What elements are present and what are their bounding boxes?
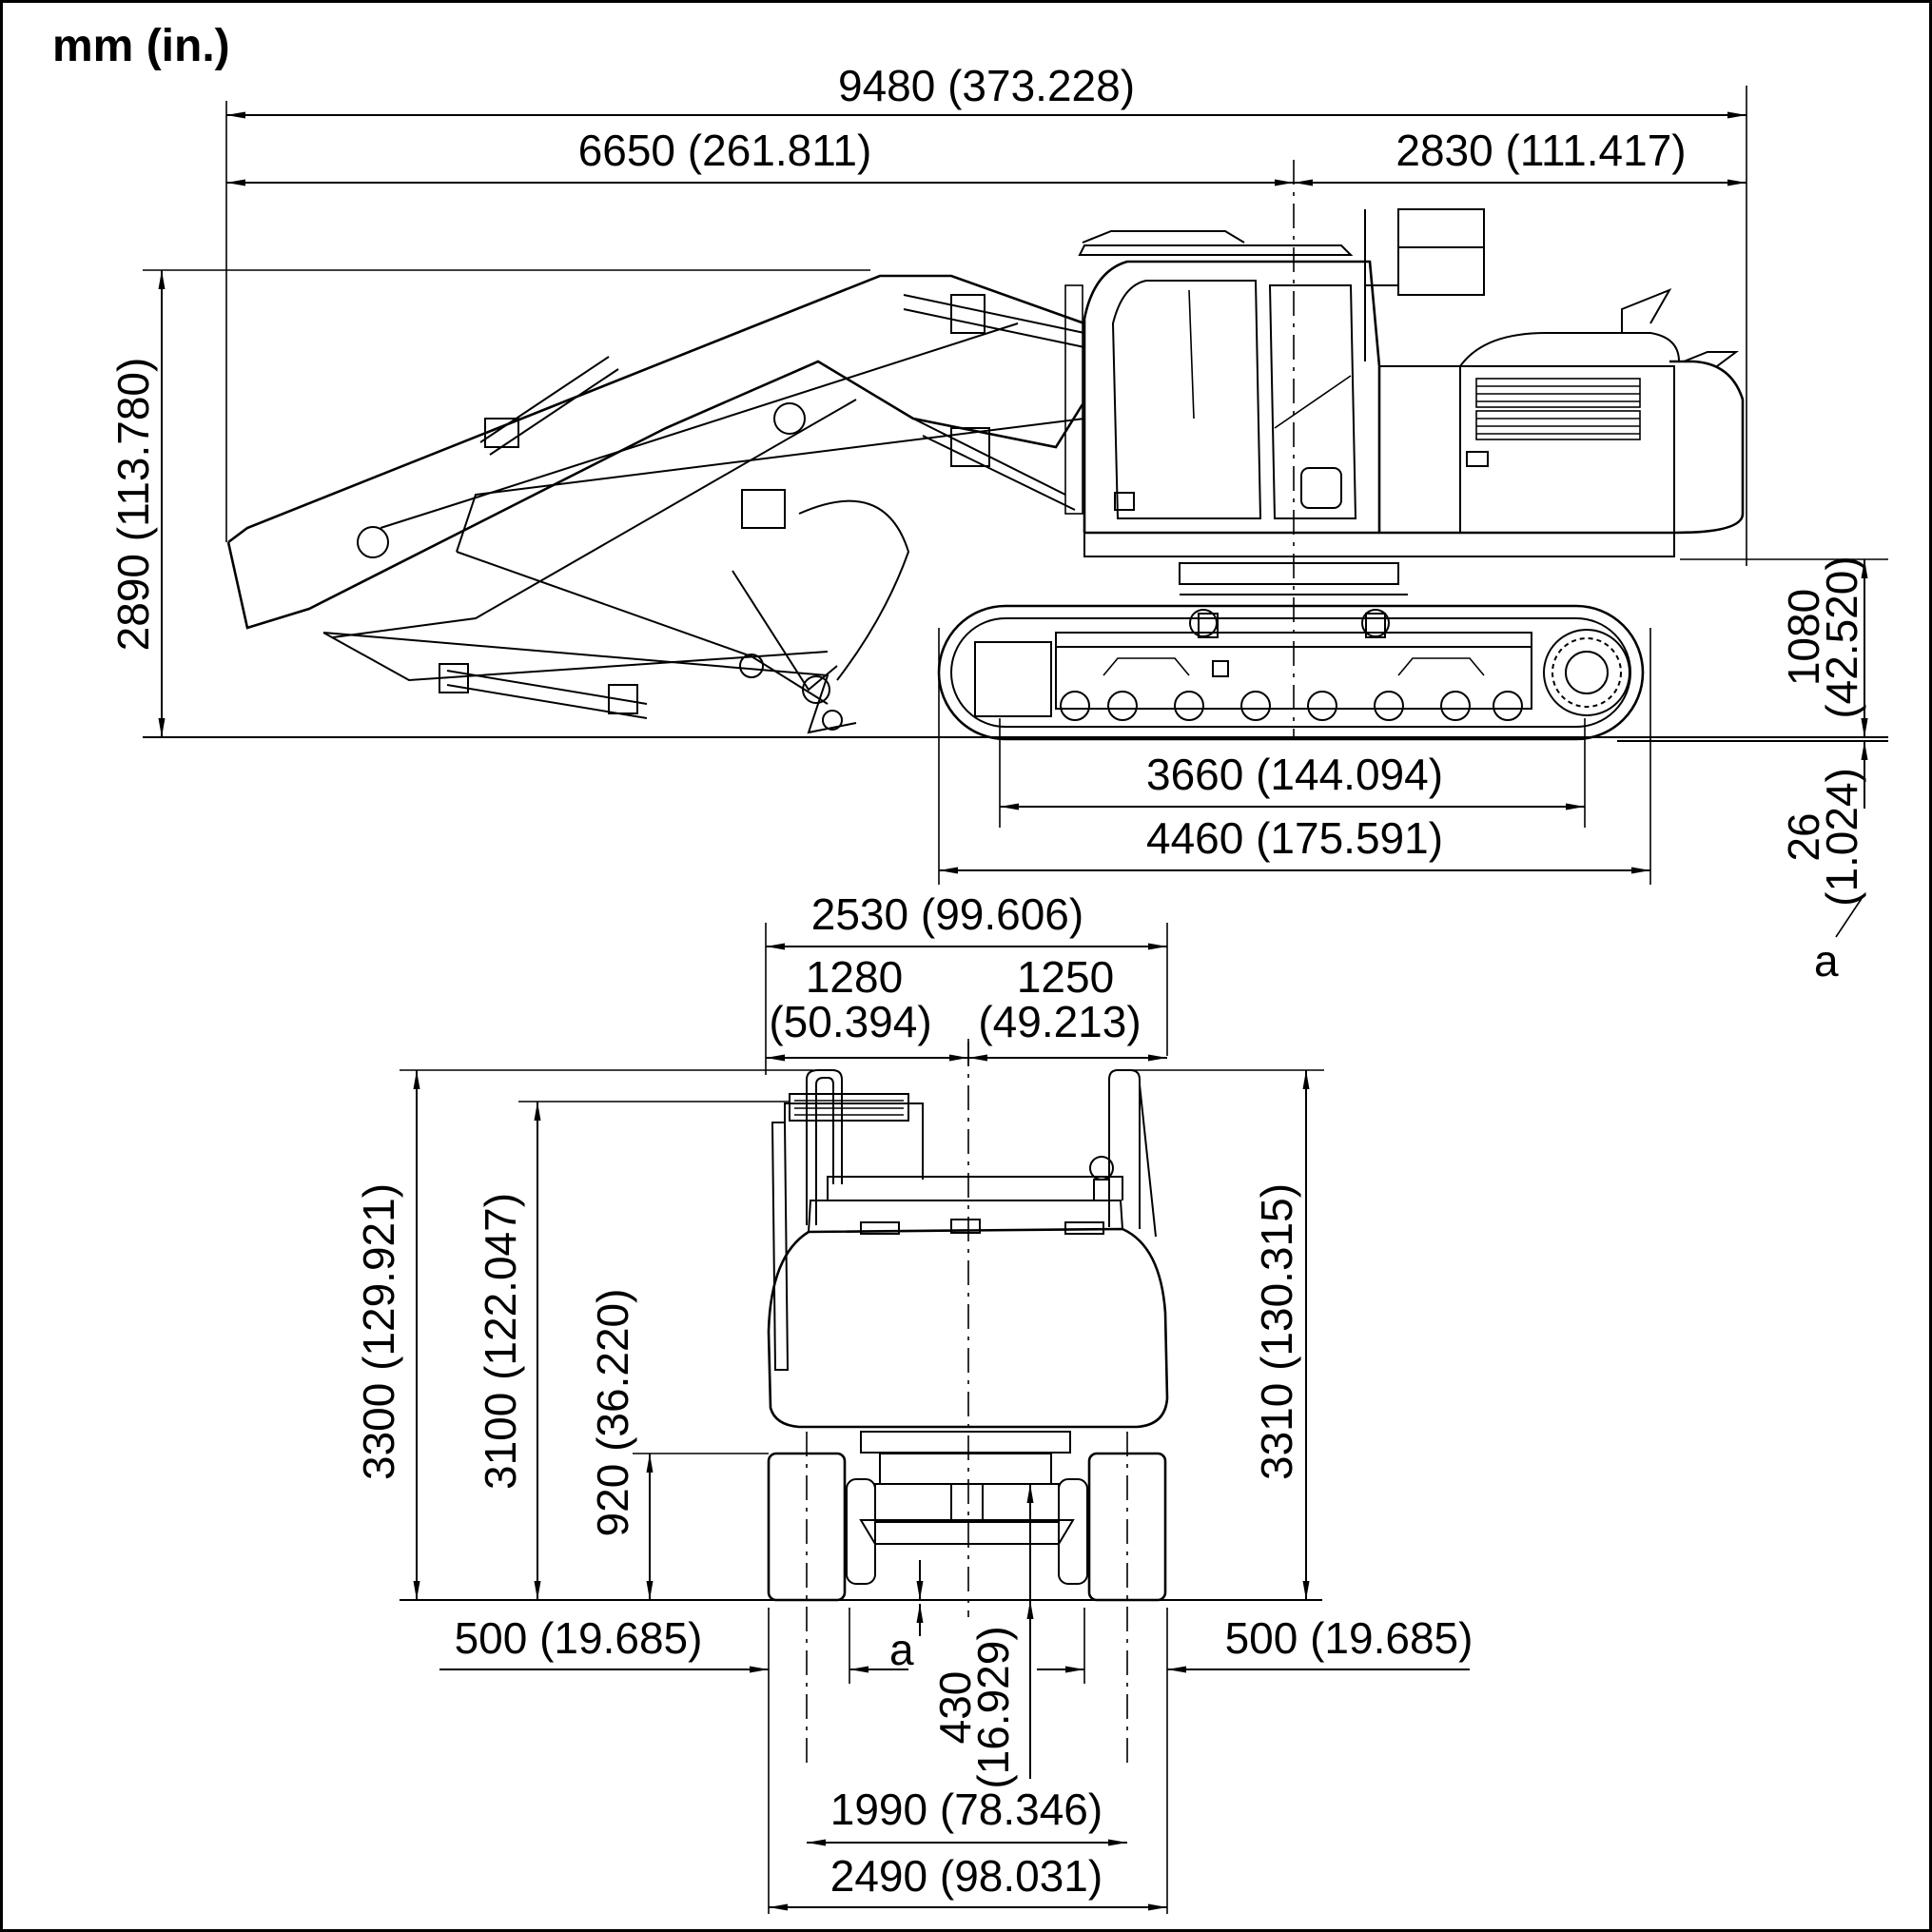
track-length-dimension: 4460 (175.591) [1146,813,1443,863]
boom-arm-bucket [226,274,1085,734]
ground-clearance-mm: 430 [930,1671,980,1745]
right-width-mm: 1250 [1017,952,1114,1002]
front-reach-dimension: 6650 (261.811) [578,126,872,175]
handrail-height-dimension: 3300 (129.921) [354,1183,403,1480]
grouser-height-mm: 26 [1779,812,1828,861]
counterweight-clearance-dimension: 920 (36.220) [588,1289,637,1537]
left-width-in: (50.394) [769,997,931,1046]
track-undercarriage [937,562,1645,741]
overall-length-dimension: 9480 (373.228) [838,61,1135,110]
right-width-in: (49.213) [978,997,1141,1046]
cab-height-dimension: 3100 (122.047) [476,1193,525,1490]
tail-length-dimension: 2830 (111.417) [1395,126,1686,175]
track-height-in: (42.520) [1817,556,1866,718]
units-label: mm (in.) [52,21,230,71]
tumbler-distance-dimension: 3660 (144.094) [1146,750,1443,799]
handrail-height-right-dimension: 3310 (130.315) [1252,1183,1301,1480]
front-view-dimensions: 2530 (99.606) 1280 (50.394) 1250 (49.213… [354,889,1473,1914]
front-grouser-label-a: a [889,1625,914,1674]
grouser-height-in: (1.024) [1817,768,1866,907]
side-view-excavator [143,160,1888,742]
upper-structure [1064,208,1745,557]
upper-width-dimension: 2530 (99.606) [811,889,1083,939]
shoe-width-right-dimension: 500 (19.685) [1225,1613,1473,1663]
track-height-mm: 1080 [1779,589,1828,686]
transport-height-dimension: 2890 (113.780) [108,358,158,652]
track-gauge-dimension: 1990 (78.346) [830,1785,1103,1834]
grouser-label-a: a [1814,936,1839,986]
side-view-dimensions: 9480 (373.228) 6650 (261.811) 2830 (111.… [108,61,1888,986]
ground-clearance-in: (16.929) [968,1626,1018,1788]
left-width-mm: 1280 [806,952,903,1002]
shoe-width-left-dimension: 500 (19.685) [455,1613,703,1663]
track-width-dimension: 2490 (98.031) [830,1851,1103,1901]
